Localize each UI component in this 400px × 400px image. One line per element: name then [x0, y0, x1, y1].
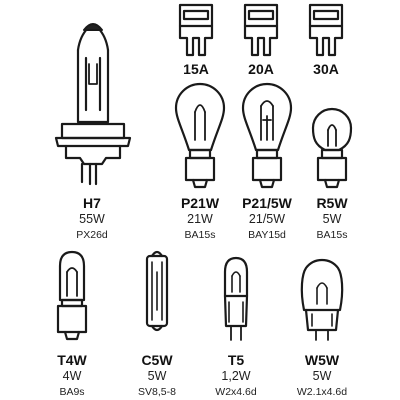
bulb-code-label: T5 — [227, 352, 245, 368]
bulb-wattage-label: 5W — [322, 212, 342, 226]
bulb-code-label: C5W — [141, 352, 173, 368]
p21w-bulb-icon — [174, 82, 226, 189]
bulb-code-label: T4W — [57, 352, 87, 368]
p21-5w-bulb-icon — [241, 82, 293, 189]
bulb-base-label: BA15s — [184, 229, 216, 241]
t5-wedge-bulb-icon — [223, 256, 249, 341]
h7-halogen-bulb-icon — [54, 26, 132, 186]
bulb-base-label: BAY15d — [248, 229, 286, 241]
bulb-base-label: SV8,5-8 — [138, 386, 176, 398]
c5w-festoon-bulb-icon — [145, 250, 169, 332]
bulb-wattage-label: 5W — [312, 369, 332, 383]
bulb-wattage-label: 4W — [62, 369, 82, 383]
bulb-code-label: R5W — [316, 195, 348, 211]
bulb-base-label: BA9s — [59, 386, 85, 398]
bulb-code-label: W5W — [304, 352, 340, 368]
bulb-base-label: W2.1x4.6d — [296, 386, 348, 398]
bulb-base-label: PX26d — [76, 229, 108, 241]
w5w-wedge-bulb-icon — [300, 258, 344, 341]
fuse-rating-label: 30A — [313, 61, 339, 77]
bulb-base-label: BA15s — [316, 229, 348, 241]
bulb-code-label: P21/5W — [242, 195, 292, 211]
bulb-wattage-label: 21/5W — [248, 212, 286, 226]
bulb-code-label: H7 — [83, 195, 101, 211]
r5w-bulb-icon — [311, 107, 353, 189]
bulb-base-label: W2x4.6d — [215, 386, 257, 398]
bulb-wattage-label: 1,2W — [221, 369, 251, 383]
fuse-rating-label: 20A — [248, 61, 274, 77]
blade-fuse-icon — [178, 3, 214, 57]
bulb-wattage-label: 5W — [147, 369, 167, 383]
bulb-wattage-label: 55W — [79, 212, 105, 226]
t4w-bulb-icon — [56, 250, 88, 341]
bulb-wattage-label: 21W — [187, 212, 213, 226]
blade-fuse-icon — [243, 3, 279, 57]
blade-fuse-icon — [308, 3, 344, 57]
bulb-code-label: P21W — [180, 195, 220, 211]
fuse-rating-label: 15A — [183, 61, 209, 77]
